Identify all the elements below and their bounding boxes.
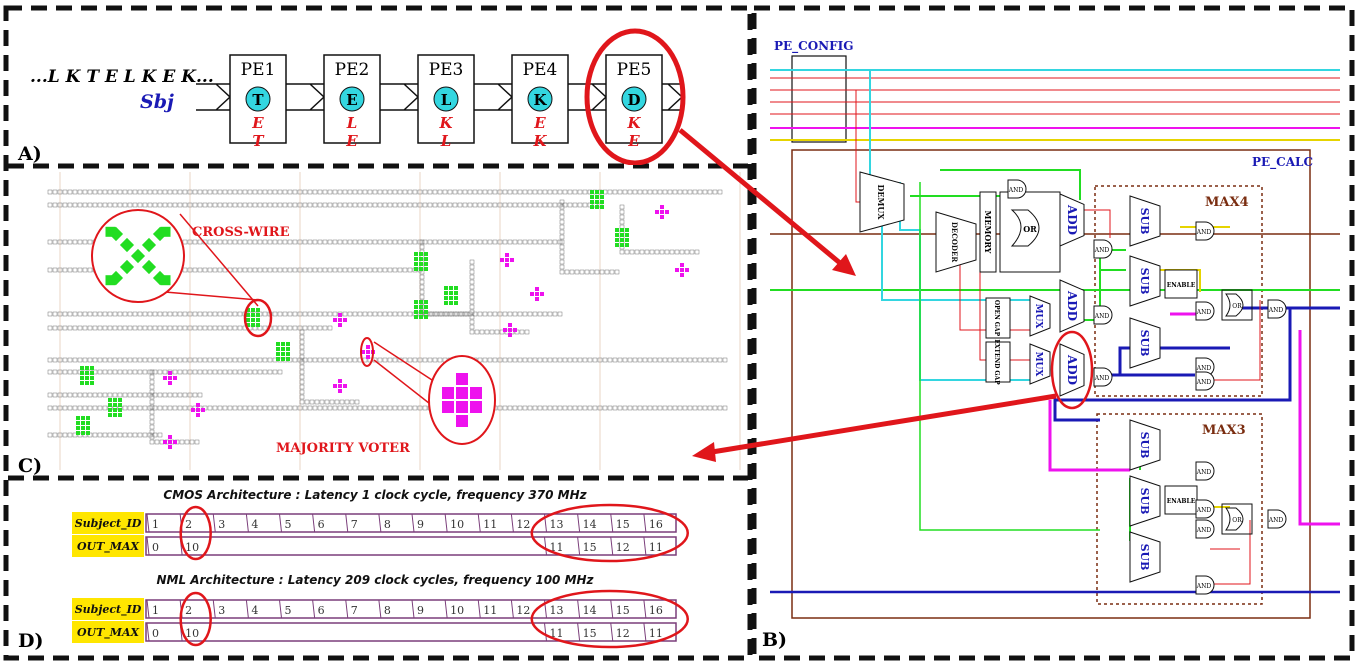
max4-sub-1-label: SUB <box>1138 208 1151 235</box>
arrow-add-to-waveform <box>712 396 1056 452</box>
max3-enable-label: ENABLE <box>1167 498 1196 505</box>
max4-enable-label: ENABLE <box>1167 282 1196 289</box>
and-gate-label: AND <box>1268 517 1284 524</box>
max4-or-label: OR <box>1232 303 1242 310</box>
max3-label: MAX3 <box>1202 423 1246 438</box>
add-block-mid-label: ADD <box>1065 290 1079 321</box>
and-gate-label: AND <box>1268 307 1284 314</box>
and-gate-label: AND <box>1094 375 1110 382</box>
or-gate-label: OR <box>1023 224 1037 234</box>
pe-calc-label: PE_CALC <box>1252 155 1313 170</box>
and-gate-label: AND <box>1196 229 1212 236</box>
memory-block-label: MEMORY <box>983 211 993 254</box>
max3-sub-3-label: SUB <box>1138 544 1151 571</box>
open-gap-block-label: OPEN GAP <box>993 300 1000 337</box>
extend-gap-block-label: EXTEND GAP <box>993 339 1000 385</box>
and-gate-label: AND <box>1196 309 1212 316</box>
max3-sub-1-label: SUB <box>1138 432 1151 459</box>
and-gate-label: AND <box>1196 583 1212 590</box>
max4-label: MAX4 <box>1205 195 1249 210</box>
mux-block-1-label: MUX <box>1033 304 1043 329</box>
and-gate-label: AND <box>1196 527 1212 534</box>
max3-sub-2-label: SUB <box>1138 488 1151 515</box>
and-gate-label: AND <box>1196 507 1212 514</box>
pe-config-block <box>792 56 846 142</box>
add-block-bottom-label: ADD <box>1065 354 1079 385</box>
and-gate-label: AND <box>1196 379 1212 386</box>
add-block-top-label: ADD <box>1065 204 1079 235</box>
and-gate-label: AND <box>1094 247 1110 254</box>
max3-or-label: OR <box>1232 517 1242 524</box>
and-gate-label: AND <box>1196 365 1212 372</box>
decoder-block-label: DECODER <box>950 222 959 262</box>
and-gate-label: AND <box>1196 469 1212 476</box>
pe-config-label: PE_CONFIG <box>774 39 854 54</box>
and-gate-label: AND <box>1094 313 1110 320</box>
max4-sub-3-label: SUB <box>1138 330 1151 357</box>
mux-block-2-label: MUX <box>1033 352 1043 377</box>
max4-sub-2-label: SUB <box>1138 268 1151 295</box>
and-gate-label: AND <box>1008 187 1024 194</box>
demux-block-label: DEMUX <box>876 184 886 220</box>
panel-label-b: B) <box>762 629 787 651</box>
